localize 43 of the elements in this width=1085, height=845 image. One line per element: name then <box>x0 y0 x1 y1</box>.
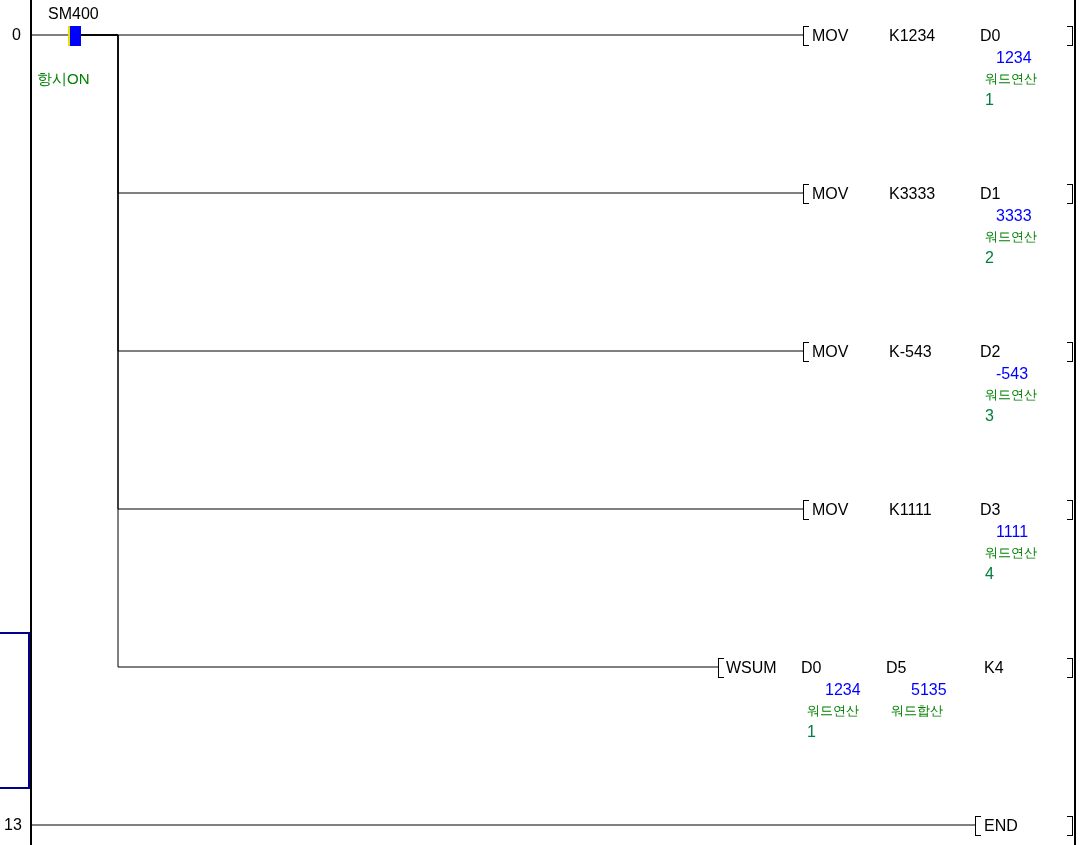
comment-number: 1 <box>985 91 994 109</box>
instruction-name: MOV <box>812 343 849 361</box>
instruction-name: END <box>984 817 1018 835</box>
device-comment: 워드연산 <box>985 70 1037 88</box>
comment-number: 1 <box>807 723 816 741</box>
current-value: -543 <box>996 365 1029 383</box>
operand: K4 <box>984 659 1004 677</box>
device-comment: 워드연산 <box>807 702 859 720</box>
current-value: 3333 <box>996 207 1032 225</box>
operand: D2 <box>980 343 1001 361</box>
operand: K3333 <box>889 185 936 203</box>
device-comment: 항시ON <box>37 70 90 88</box>
device-comment: 워드합산 <box>891 702 943 720</box>
selection-cursor <box>0 632 30 789</box>
current-value: 1111 <box>996 523 1029 541</box>
comment-number: 2 <box>985 249 994 267</box>
operand: D3 <box>980 501 1001 519</box>
device-comment: 워드연산 <box>985 386 1037 404</box>
operand: D0 <box>980 27 1001 45</box>
step-number: 0 <box>12 26 21 44</box>
instruction-name: MOV <box>812 185 849 203</box>
step-number: 13 <box>4 816 22 834</box>
device-comment: 워드연산 <box>985 544 1037 562</box>
instruction-block <box>975 816 1073 836</box>
device-comment: 워드연산 <box>985 228 1037 246</box>
operand: D5 <box>886 659 907 677</box>
instruction-name: MOV <box>812 27 849 45</box>
rung-line <box>30 824 976 826</box>
rung-line <box>30 34 69 36</box>
operand: K1111 <box>889 501 932 519</box>
device-label: SM400 <box>48 5 99 23</box>
current-value: 5135 <box>911 681 947 699</box>
instruction-name: WSUM <box>726 659 777 677</box>
current-value: 1234 <box>996 49 1032 67</box>
operand: D0 <box>801 659 822 677</box>
operand: K1234 <box>889 27 936 45</box>
operand: K-543 <box>889 343 932 361</box>
comment-number: 4 <box>985 565 994 583</box>
operand: D1 <box>980 185 1001 203</box>
instruction-name: MOV <box>812 501 849 519</box>
rung-line <box>80 34 719 668</box>
current-value: 1234 <box>825 681 861 699</box>
comment-number: 3 <box>985 407 994 425</box>
